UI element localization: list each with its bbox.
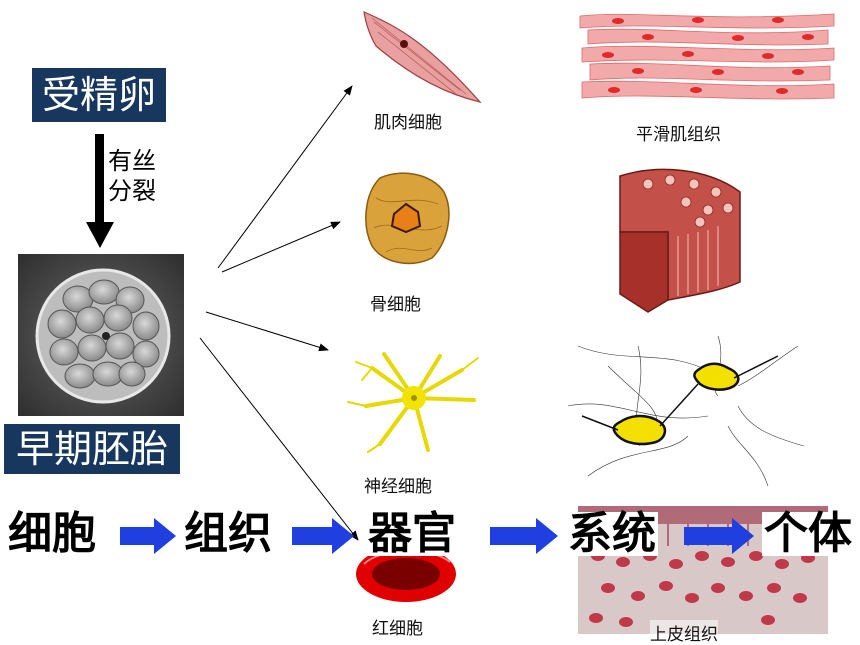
smooth-muscle-tissue-image xyxy=(578,8,838,113)
arrow-to-muscle-cell xyxy=(217,85,353,269)
nerve-cell-image xyxy=(347,352,479,453)
bone-cell-image xyxy=(365,172,450,265)
bone-cell-caption: 骨细胞 xyxy=(370,295,421,315)
epithelial-tissue-caption: 上皮组织 xyxy=(650,620,718,645)
flow-arrow-1 xyxy=(120,518,176,554)
mitosis-label-line1: 有丝 xyxy=(108,147,156,175)
flow-step-system: 系统 xyxy=(566,508,658,559)
mitosis-label: 有丝 分裂 xyxy=(108,146,156,206)
red-blood-cell-caption: 红细胞 xyxy=(372,619,423,639)
flow-arrow-4 xyxy=(684,518,754,554)
flow-arrow-3 xyxy=(490,518,558,554)
muscle-cell-image xyxy=(363,11,482,104)
organ-tissue-block-image xyxy=(619,168,741,313)
arrow-to-bone-cell xyxy=(221,221,341,273)
smooth-muscle-tissue-caption: 平滑肌组织 xyxy=(636,125,721,145)
red-blood-cell-image xyxy=(356,546,456,602)
muscle-cell-caption: 肌肉细胞 xyxy=(374,113,442,133)
flow-step-tissue: 组织 xyxy=(184,508,272,559)
mitosis-label-line2: 分裂 xyxy=(108,177,156,205)
flow-step-individual: 个体 xyxy=(762,508,854,559)
flow-step-organ: 器官 xyxy=(364,512,460,556)
nerve-cell-caption: 神经细胞 xyxy=(364,477,432,497)
arrow-to-nerve-cell xyxy=(205,311,329,352)
flow-arrow-2 xyxy=(292,518,354,554)
early-embryo-label: 早期胚胎 xyxy=(4,424,181,474)
nervous-tissue-image xyxy=(568,335,805,487)
arrow-to-red-blood-cell xyxy=(199,337,359,541)
fertilized-egg-label: 受精卵 xyxy=(32,68,167,122)
flow-step-cell: 细胞 xyxy=(8,508,96,559)
mitosis-arrow xyxy=(86,134,114,248)
early-embryo-image xyxy=(18,254,184,416)
